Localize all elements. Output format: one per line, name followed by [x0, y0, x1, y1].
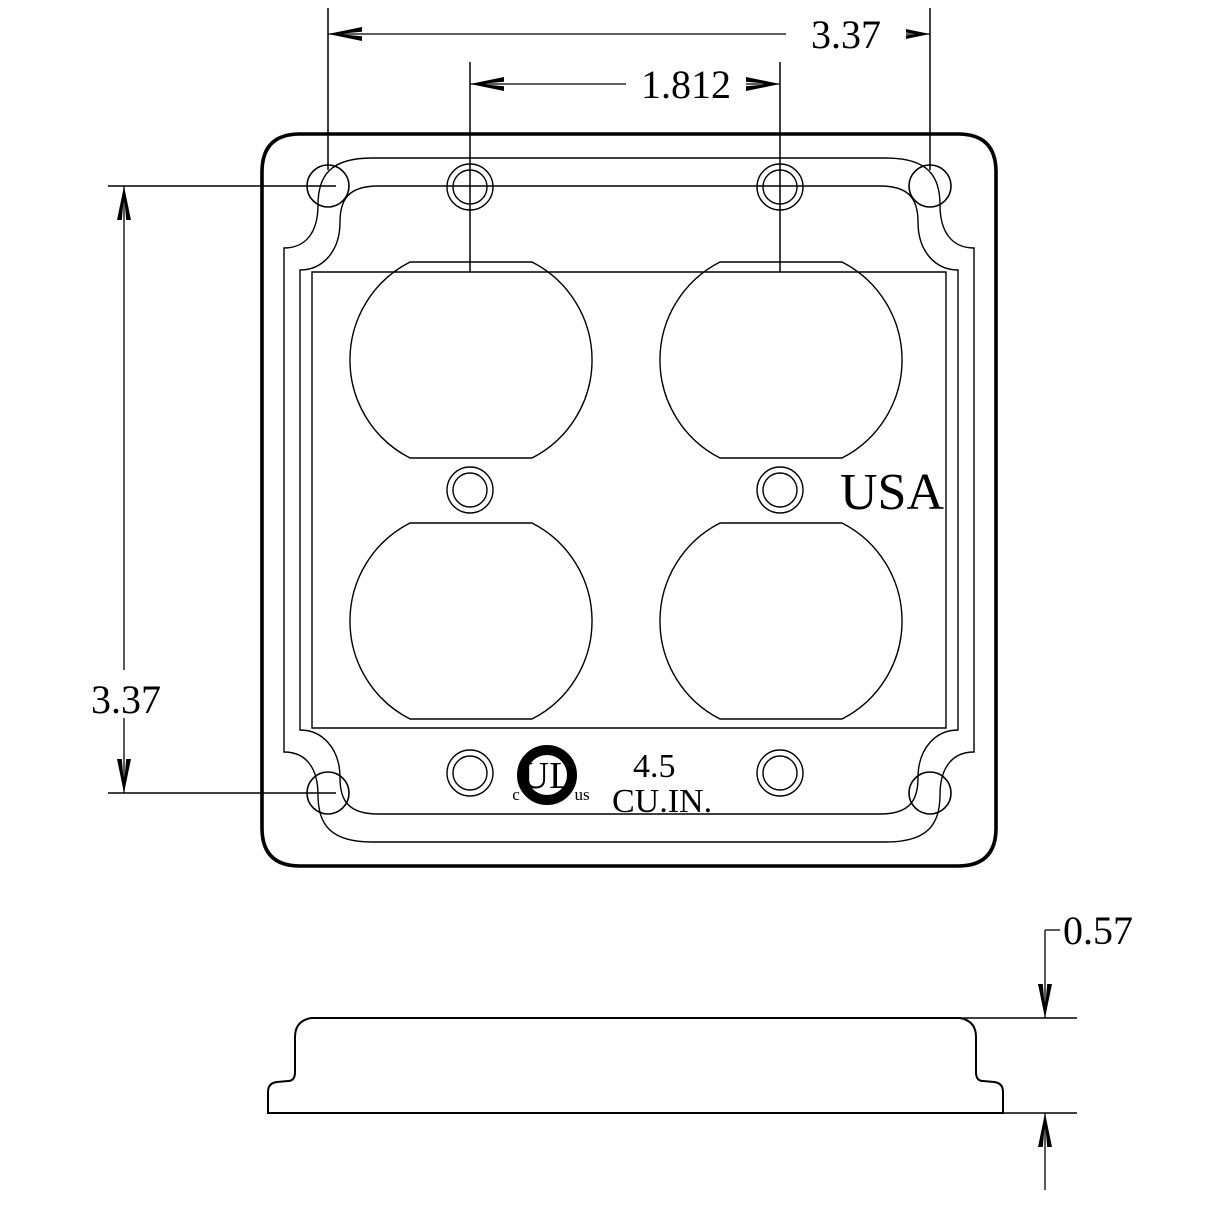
ul-logo-letters: UL	[522, 755, 573, 797]
dimension-hole-spacing-1-812: 1.812	[469, 60, 781, 272]
screw-hole-bottom-right	[756, 749, 804, 797]
plate-outer-outline	[260, 132, 998, 868]
side-profile-view	[267, 1017, 1004, 1114]
screw-hole-bottom-left	[446, 749, 494, 797]
ul-prefix-c: c	[512, 785, 520, 804]
screw-hole-middle-left	[446, 466, 494, 514]
corner-mounting-hole-bottom-right	[908, 771, 952, 815]
duplex-opening-bottom-left	[349, 522, 593, 720]
gasket-groove-outer	[283, 157, 975, 843]
screw-hole-middle-right	[756, 466, 804, 514]
dimension-width-label: 3.37	[811, 12, 881, 57]
usa-marking: USA	[840, 464, 944, 521]
side-profile-outline	[267, 1017, 1004, 1114]
dimension-thickness-0-57: 0.57	[900, 908, 1133, 1190]
dimension-hole-spacing-label: 1.812	[641, 62, 731, 107]
duplex-opening-top-left	[349, 261, 593, 459]
ul-listing-mark: UL c us	[512, 745, 590, 805]
volume-units: CU.IN.	[612, 783, 712, 820]
dimension-height-label: 3.37	[91, 677, 161, 722]
dimension-height-3-37: 3.37	[80, 185, 336, 794]
gasket-groove-inner	[299, 185, 959, 815]
front-view: USA UL c us 4.5 CU.IN.	[260, 132, 998, 868]
dimension-thickness-label: 0.57	[1063, 908, 1133, 953]
dimension-width-3-37: 3.37	[327, 8, 931, 170]
duplex-opening-bottom-right	[659, 522, 903, 720]
ul-suffix-us: us	[574, 785, 589, 804]
inner-recess-outline	[311, 271, 947, 729]
duplex-opening-top-right	[659, 261, 903, 459]
volume-value: 4.5	[633, 748, 676, 785]
